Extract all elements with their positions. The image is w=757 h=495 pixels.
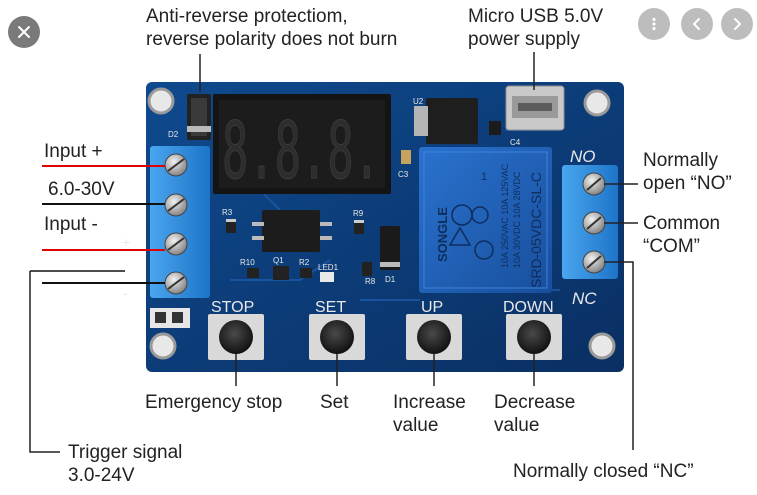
more-vertical-icon bbox=[652, 17, 656, 31]
label-micro-usb-line-2: power supply bbox=[468, 29, 580, 50]
label-normally-open-line-2: open “NO” bbox=[643, 173, 732, 194]
label-input-plus: Input + bbox=[44, 141, 103, 162]
capacitor-c3 bbox=[401, 150, 411, 164]
label-normally-open-line-1: Normally bbox=[643, 150, 718, 171]
label-decrease: Decrease value bbox=[494, 391, 575, 437]
silk-d2: D2 bbox=[168, 130, 179, 139]
display-digits: 8.8.8. bbox=[222, 107, 380, 197]
relay-model: SRD-05VDC-SL-C bbox=[528, 172, 544, 288]
transistor-chip bbox=[252, 210, 332, 252]
label-anti-reverse: Anti-reverse protectiom, reverse polarit… bbox=[146, 5, 397, 51]
label-anti-reverse-line-1: Anti-reverse protectiom, bbox=[146, 6, 348, 27]
label-increase-line-1: Increase bbox=[393, 392, 466, 413]
close-button[interactable] bbox=[8, 16, 40, 48]
more-options-button[interactable] bbox=[638, 8, 670, 40]
silk-no: NO bbox=[570, 147, 596, 166]
silk-nc: NC bbox=[572, 289, 597, 308]
relay-rating-2: 10A 30VDC 10A 28VDC bbox=[512, 171, 522, 268]
silk-c4: C4 bbox=[510, 138, 521, 147]
label-set: Set bbox=[320, 392, 349, 413]
label-common-line-1: Common bbox=[643, 213, 721, 234]
relay-brand: SONGLE bbox=[435, 207, 450, 262]
diode-d2 bbox=[187, 94, 211, 140]
silk-led1: LED1 bbox=[318, 263, 339, 272]
label-emergency-stop: Emergency stop bbox=[145, 392, 283, 413]
label-trigger-line-2: 3.0-24V bbox=[68, 465, 135, 486]
micro-usb-port bbox=[505, 85, 565, 131]
silk-u2: U2 bbox=[413, 97, 424, 106]
silk-stop: STOP bbox=[211, 299, 254, 316]
button-up bbox=[406, 314, 462, 360]
silk-c3: C3 bbox=[398, 170, 409, 179]
silk-set: SET bbox=[315, 299, 346, 316]
relay-terminal-block bbox=[562, 165, 618, 279]
wires bbox=[30, 165, 165, 284]
relay-rating-1: 10A 250VAC 10A 125VAC bbox=[500, 163, 510, 268]
label-trigger-line-1: Trigger signal bbox=[68, 442, 183, 463]
label-increase-line-2: value bbox=[393, 415, 439, 436]
silk-d1: D1 bbox=[385, 275, 396, 284]
relay-pin-number: 1 bbox=[481, 171, 487, 183]
relay-module: SONGLE SRD-05VDC-SL-C 10A 250VAC 10A 125… bbox=[419, 147, 552, 293]
label-increase: Increase value bbox=[393, 391, 466, 437]
silk-r10: R10 bbox=[240, 258, 255, 267]
silk-up: UP bbox=[421, 299, 443, 316]
button-set bbox=[309, 314, 365, 360]
button-down bbox=[506, 314, 562, 360]
silk-q1: Q1 bbox=[273, 256, 284, 265]
mounting-holes bbox=[147, 87, 616, 360]
label-decrease-line-1: Decrease bbox=[494, 392, 576, 413]
label-common: Common “COM” bbox=[643, 212, 720, 258]
label-normally-closed: Normally closed “NC” bbox=[513, 461, 694, 482]
silk-plus: + bbox=[122, 234, 130, 250]
close-icon bbox=[18, 26, 30, 38]
silk-r8: R8 bbox=[365, 277, 376, 286]
label-trigger-signal: Trigger signal 3.0-24V bbox=[68, 441, 182, 487]
seven-segment-display: 8.8.8. bbox=[213, 94, 391, 198]
label-anti-reverse-line-2: reverse polarity does not burn bbox=[146, 29, 398, 50]
chevron-left-icon bbox=[693, 18, 700, 30]
label-micro-usb: Micro USB 5.0V power supply bbox=[468, 5, 603, 51]
silk-r9: R9 bbox=[353, 209, 364, 218]
chevron-right-icon bbox=[734, 18, 741, 30]
silk-r2: R2 bbox=[299, 258, 310, 267]
input-terminal-block bbox=[150, 146, 210, 298]
silk-down: DOWN bbox=[503, 299, 554, 316]
label-common-line-2: “COM” bbox=[643, 236, 700, 257]
label-micro-usb-line-1: Micro USB 5.0V bbox=[468, 6, 604, 27]
label-input-minus: Input - bbox=[44, 214, 98, 235]
previous-image-button[interactable] bbox=[681, 8, 713, 40]
label-normally-open: Normally open “NO” bbox=[643, 149, 732, 195]
capacitor-c4 bbox=[489, 121, 501, 135]
button-stop bbox=[208, 314, 264, 360]
label-decrease-line-2: value bbox=[494, 415, 540, 436]
regulator-u2 bbox=[414, 98, 478, 144]
silk-r3: R3 bbox=[222, 208, 233, 217]
next-image-button[interactable] bbox=[721, 8, 753, 40]
silk-minus: - bbox=[123, 285, 128, 301]
annotation-leaders bbox=[29, 52, 638, 453]
label-voltage: 6.0-30V bbox=[48, 179, 115, 200]
header-pins bbox=[150, 308, 190, 328]
smd-components bbox=[226, 219, 400, 282]
